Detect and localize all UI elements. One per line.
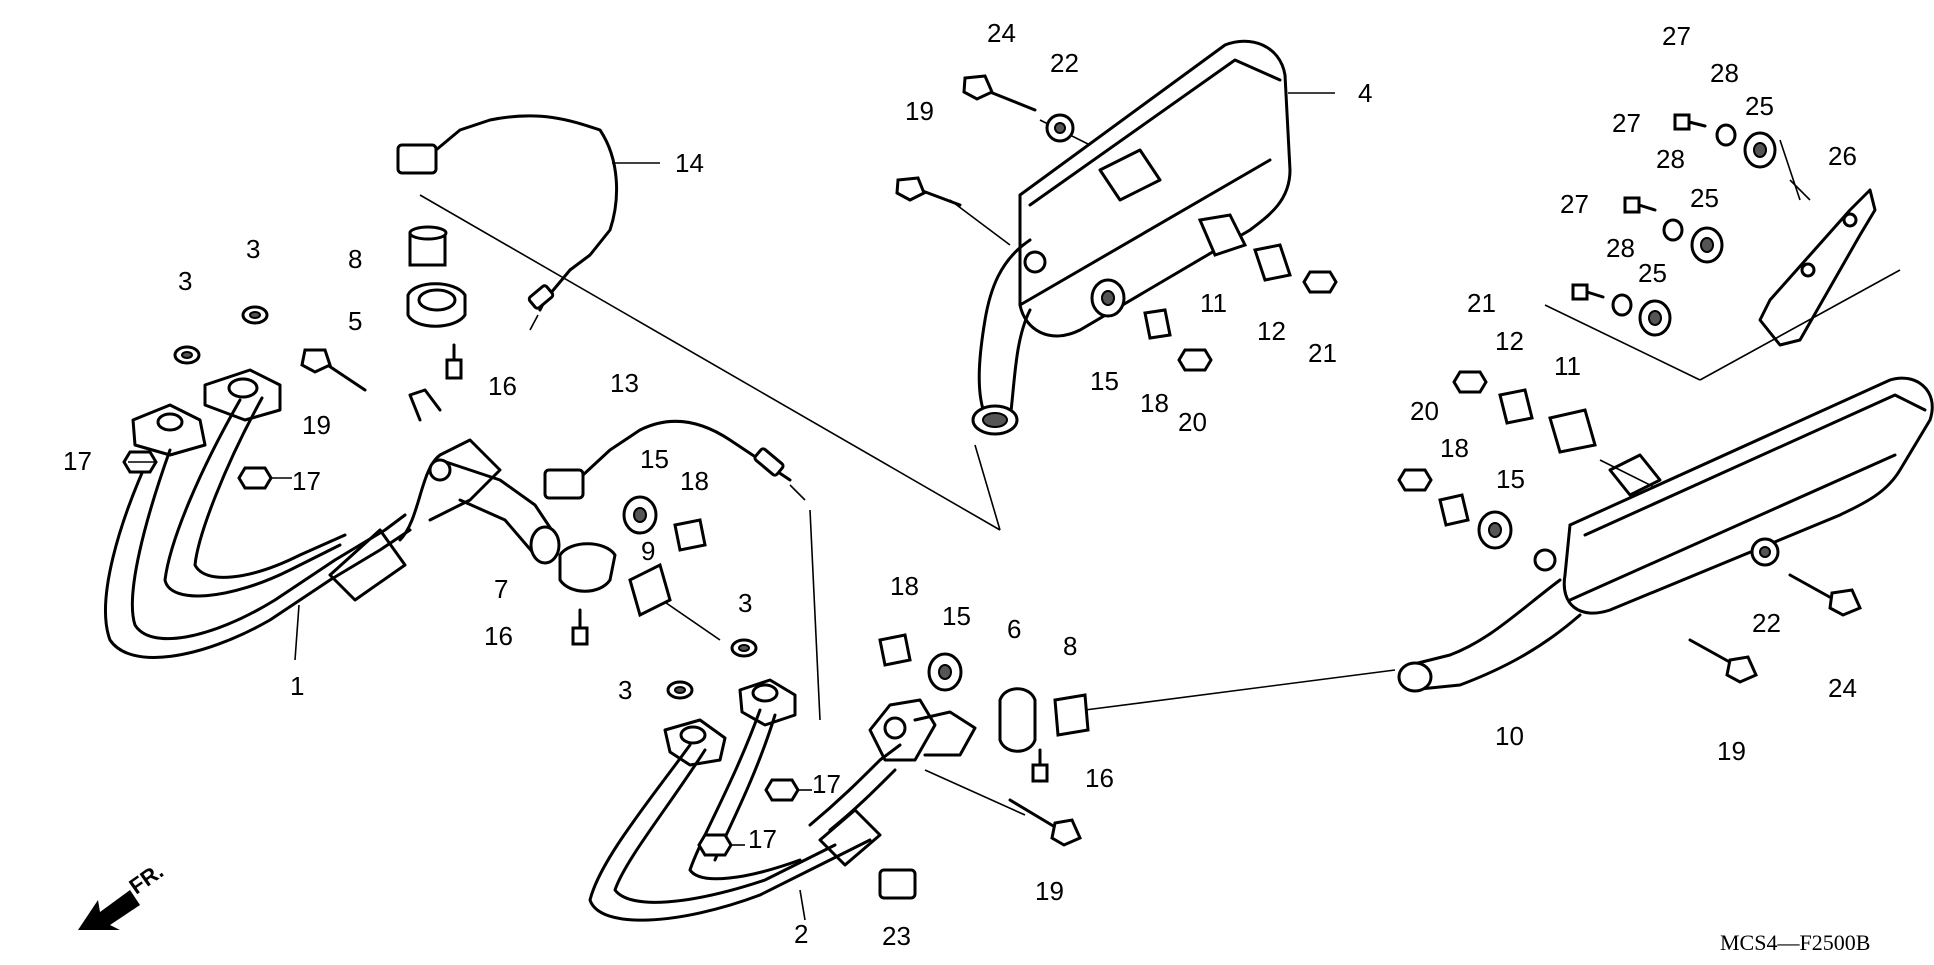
callout-19: 19 <box>1035 876 1064 906</box>
o2-sensor-13 <box>543 419 806 501</box>
callout-1: 1 <box>290 671 304 701</box>
direction-arrow-icon <box>78 890 140 930</box>
callout-2: 2 <box>794 919 808 949</box>
hardware <box>122 74 1877 900</box>
callout-18: 18 <box>1440 433 1469 463</box>
callout-24: 24 <box>987 18 1016 48</box>
callout-28: 28 <box>1656 144 1685 174</box>
callout-27: 27 <box>1560 189 1589 219</box>
callout-17: 17 <box>63 446 92 476</box>
callout-27: 27 <box>1662 21 1691 51</box>
callout-16: 16 <box>488 371 517 401</box>
callout-labels: 1 2 3 3 3 3 4 5 6 7 8 8 9 10 11 11 12 12… <box>63 18 1857 951</box>
callout-18: 18 <box>680 466 709 496</box>
muffler-10 <box>1397 376 1934 693</box>
callout-21: 21 <box>1308 338 1337 368</box>
callout-12: 12 <box>1495 326 1524 356</box>
callout-8: 8 <box>348 244 362 274</box>
callout-5: 5 <box>348 306 362 336</box>
callout-10: 10 <box>1495 721 1524 751</box>
callout-28: 28 <box>1710 58 1739 88</box>
callout-25: 25 <box>1690 183 1719 213</box>
callout-20: 20 <box>1178 407 1207 437</box>
exhaust-pipe-1 <box>104 368 561 659</box>
o2-sensor-14 <box>396 114 618 331</box>
callout-13: 13 <box>610 368 639 398</box>
exhaust-pipe-2 <box>588 678 977 922</box>
muffler-4 <box>971 39 1292 436</box>
callout-17: 17 <box>748 824 777 854</box>
callout-15: 15 <box>1090 366 1119 396</box>
callout-3: 3 <box>178 266 192 296</box>
callout-17: 17 <box>812 769 841 799</box>
callout-leaders <box>128 92 1811 921</box>
callout-3: 3 <box>246 234 260 264</box>
callout-17: 17 <box>292 466 321 496</box>
callout-16: 16 <box>484 621 513 651</box>
callout-3: 3 <box>618 675 632 705</box>
callout-15: 15 <box>640 444 669 474</box>
callout-28: 28 <box>1606 233 1635 263</box>
callout-9: 9 <box>641 536 655 566</box>
callout-11: 11 <box>1554 351 1581 381</box>
callout-23: 23 <box>882 921 911 951</box>
callout-8: 8 <box>1063 631 1077 661</box>
callout-12: 12 <box>1257 316 1286 346</box>
callout-20: 20 <box>1410 396 1439 426</box>
callout-25: 25 <box>1638 258 1667 288</box>
callout-15: 15 <box>1496 464 1525 494</box>
callout-18: 18 <box>1140 388 1169 418</box>
callout-19: 19 <box>905 96 934 126</box>
callout-27: 27 <box>1612 108 1641 138</box>
callout-14: 14 <box>675 148 704 178</box>
diagram-code: MCS4—F2500B <box>1720 930 1870 955</box>
callout-19: 19 <box>302 410 331 440</box>
callout-6: 6 <box>1007 614 1021 644</box>
callout-15: 15 <box>942 601 971 631</box>
callout-22: 22 <box>1752 608 1781 638</box>
callout-21: 21 <box>1467 288 1496 318</box>
callout-25: 25 <box>1745 91 1774 121</box>
callout-18: 18 <box>890 571 919 601</box>
front-direction-arrow: FR. <box>78 858 168 930</box>
callout-4: 4 <box>1358 78 1372 108</box>
callout-16: 16 <box>1085 763 1114 793</box>
callout-26: 26 <box>1828 141 1857 171</box>
callout-3: 3 <box>738 588 752 618</box>
callout-11: 11 <box>1200 288 1227 318</box>
callout-22: 22 <box>1050 48 1079 78</box>
callout-7: 7 <box>494 574 508 604</box>
callout-19: 19 <box>1717 736 1746 766</box>
callout-24: 24 <box>1828 673 1857 703</box>
